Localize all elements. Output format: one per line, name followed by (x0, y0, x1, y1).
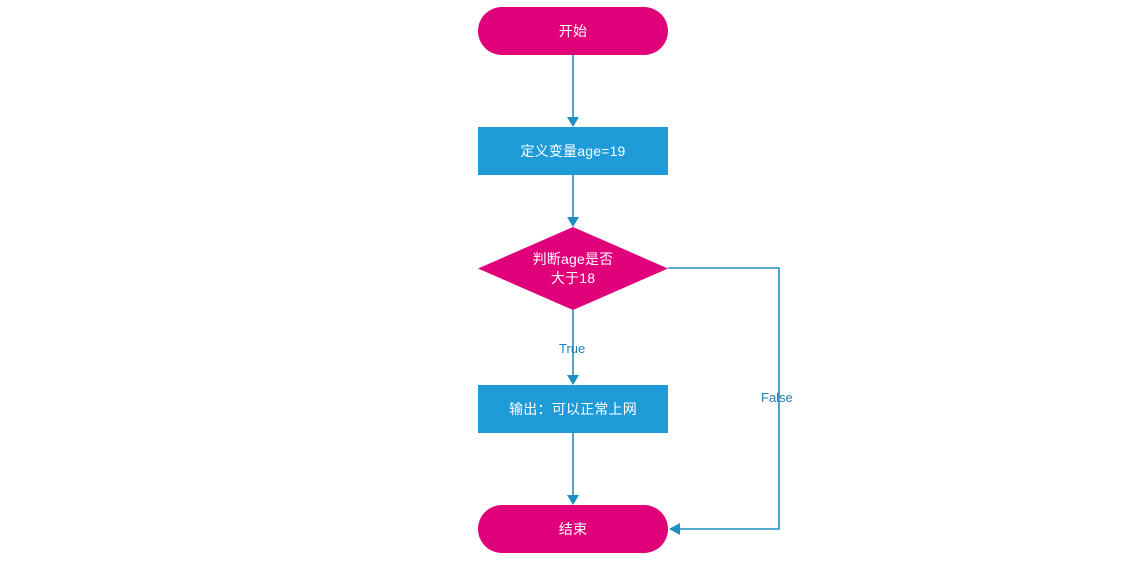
edge-output-to-end (567, 433, 579, 505)
node-start-label: 开始 (558, 22, 588, 39)
node-decision-age-check[interactable]: 判断age是否 大于18 (478, 227, 668, 310)
diamond-shape (478, 227, 668, 310)
node-decision-label-line2: 大于18 (550, 269, 596, 286)
node-decision-label-wrap: 判断age是否 大于18 (478, 250, 668, 288)
edge-decision-true-to-output (567, 310, 579, 385)
edge-decision-false-to-end (668, 267, 780, 535)
edge-start-to-declare (567, 55, 579, 127)
node-declare-variable-label: 定义变量age=19 (520, 142, 626, 159)
node-start[interactable]: 开始 (478, 7, 668, 55)
edge-label-true: True (559, 341, 586, 356)
node-end-label: 结束 (558, 520, 588, 537)
edge-label-false: False (761, 390, 793, 405)
node-end[interactable]: 结束 (478, 505, 668, 553)
node-output-message-label: 输出：可以正常上网 (509, 400, 637, 417)
node-declare-variable[interactable]: 定义变量age=19 (478, 127, 668, 175)
node-output-message[interactable]: 输出：可以正常上网 (478, 385, 668, 433)
edge-declare-to-decision (567, 175, 579, 227)
node-decision-label-line1: 判断age是否 (532, 250, 614, 267)
